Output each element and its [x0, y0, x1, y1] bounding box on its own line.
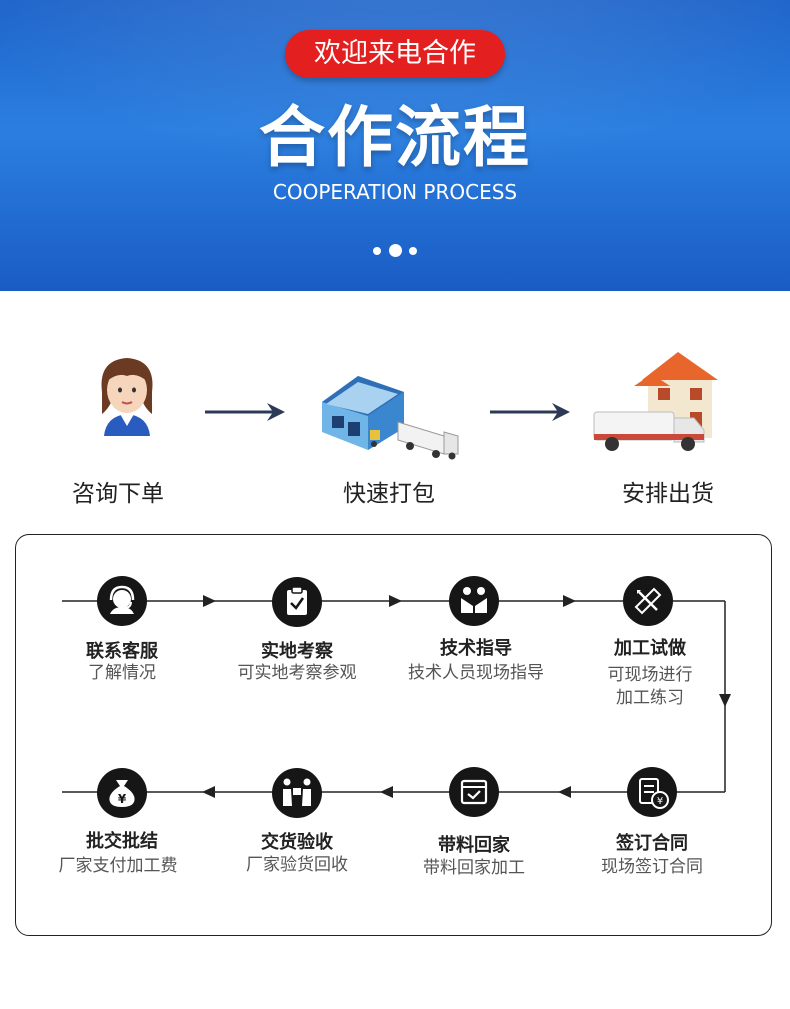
process-step-title: 加工试做 [614, 638, 686, 659]
process-step-title: 签订合同 [616, 833, 688, 854]
dot-icon [373, 247, 381, 255]
page-title: 合作流程 [259, 99, 531, 176]
customer-service-woman-icon [92, 352, 162, 436]
process-step-desc: 现场签订合同 [601, 857, 703, 877]
contract-yen-icon: ¥ [627, 767, 677, 817]
money-bag-yen-icon: ¥ [97, 768, 147, 818]
process-step-title: 交货验收 [261, 832, 333, 853]
dot-icon [409, 247, 417, 255]
process-step-title: 带料回家 [438, 835, 510, 856]
process-step-desc: 可实地考察参观 [237, 663, 357, 683]
process-step-title: 技术指导 [440, 638, 512, 659]
svg-text:¥: ¥ [118, 792, 127, 806]
process-step-desc: 了解情况 [88, 663, 156, 683]
warehouse-truck-icon [318, 372, 460, 460]
top-step-label: 咨询下单 [72, 481, 164, 507]
process-step-desc: 可现场进行 [607, 665, 693, 685]
top-step-label: 安排出货 [622, 481, 714, 507]
process-step-title: 实地考察 [261, 641, 333, 662]
pencil-ruler-icon [623, 576, 673, 626]
box-check-icon [449, 767, 499, 817]
house-truck-icon [590, 350, 722, 456]
headset-icon [97, 576, 147, 626]
header-banner: 欢迎来电合作 合作流程 COOPERATION PROCESS [0, 0, 790, 291]
process-step-desc: 厂家验货回收 [246, 855, 348, 875]
clipboard-check-icon [272, 577, 322, 627]
handover-icon [272, 768, 322, 818]
page-subtitle: COOPERATION PROCESS [272, 180, 518, 204]
flow-arrow-1 [205, 401, 287, 427]
process-step-desc: 厂家支付加工费 [58, 856, 178, 876]
process-step-desc: 技术人员现场指导 [408, 663, 544, 683]
flow-arrow-2 [490, 401, 572, 427]
welcome-pill: 欢迎来电合作 [285, 30, 505, 78]
top-step-label: 快速打包 [343, 481, 435, 507]
process-step-desc: 加工练习 [616, 688, 684, 708]
process-step-title: 联系客服 [86, 641, 158, 662]
people-icon [449, 576, 499, 626]
process-step-title: 批交批结 [86, 831, 158, 852]
process-step-desc: 带料回家加工 [423, 858, 525, 878]
dot-icon [389, 244, 402, 257]
svg-text:¥: ¥ [657, 796, 663, 807]
